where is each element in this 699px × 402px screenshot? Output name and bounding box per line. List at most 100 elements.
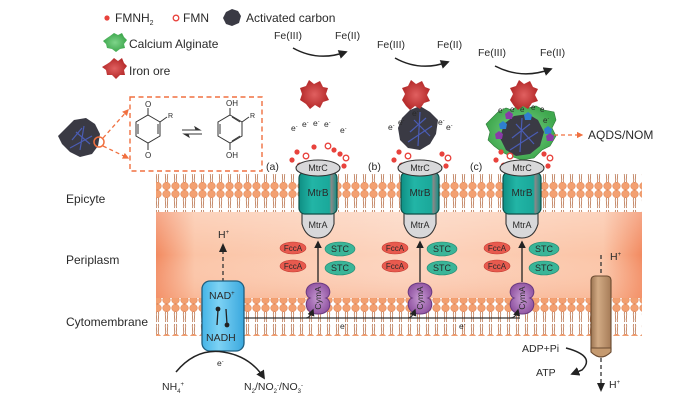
panel-a-label: (a) [266, 161, 279, 173]
fmn-molecule [546, 154, 554, 162]
panel-c-aqds-molecules [495, 111, 554, 141]
fmn-molecule [444, 154, 452, 162]
panel-c-electron: e [531, 103, 536, 112]
panel-a-electron: e- [340, 125, 347, 135]
membrane-electron-2: e- [459, 321, 466, 331]
stc-protein [426, 260, 458, 276]
zoom-pointer-bottom [102, 145, 130, 159]
ammonium-label: NH4+ [162, 381, 185, 395]
fcca-label: FccA [386, 244, 405, 253]
panel-b-fe2: Fe(II) [437, 39, 462, 51]
atp-label: ATP [536, 367, 556, 379]
panel-c-electron: e [510, 105, 515, 114]
atp-proton-bottom-label: H+ [609, 379, 621, 391]
mtra-label: MtrA [411, 220, 430, 230]
fcca-protein [381, 241, 409, 255]
panel-a-reduction-arrow [292, 47, 348, 59]
mtra-label: MtrA [309, 220, 328, 230]
panel-c-reduction-arrow [494, 65, 553, 76]
activated-carbon-icon [223, 9, 241, 26]
mtrb-label: MtrB [409, 188, 430, 199]
panel-a: Fe(III) Fe(II) e- e- e- e- e- (a) [266, 30, 360, 173]
panel-b-fe3: Fe(III) [377, 39, 405, 51]
panel-b: Fe(III) Fe(II) e- e- e- e- e- (b) [368, 39, 462, 173]
fmnh2-molecule [294, 149, 300, 155]
fmnh2-molecule [443, 163, 449, 169]
mtrc-protein [397, 159, 443, 177]
panel-a-fe3: Fe(III) [274, 30, 302, 42]
fmnh2-molecule [341, 163, 347, 169]
proton-down-arrow-icon [597, 383, 605, 392]
panel-b-electron: e- [446, 122, 453, 132]
panel-a-electron: e- [313, 118, 320, 128]
benzoquinone-o-top: O [145, 100, 151, 109]
fcca-label: FccA [284, 244, 303, 253]
panel-c: Fe(III) Fe(II) e- e e e e e- AQDS/NOM (c… [470, 47, 653, 173]
fmn-molecule [302, 152, 310, 160]
fmnh2-molecule [396, 149, 402, 155]
panel-b-label: (b) [368, 161, 381, 173]
mtrc-label: MtrC [308, 163, 328, 173]
panel-b-iron-ore [402, 80, 430, 110]
ammonium-oxidation: e- NH4+ N2/NO2-/NO3- [162, 350, 303, 395]
atp-proton-top-label: H+ [610, 251, 622, 263]
mtra-protein [505, 209, 539, 239]
stc-protein [324, 260, 356, 276]
panel-b-activated-carbon [398, 106, 438, 150]
carbon-quinone-inset: O O R OH OH R [58, 96, 263, 172]
mtr-complexes: MtrAMtrBMtrCFccAFccASTCSTCCymAMtrAMtrBMt… [279, 142, 560, 315]
hydroquinone-oh-bottom: OH [226, 151, 238, 160]
carbon-pore-lines [69, 125, 93, 151]
legend-calcium-alginate: Calcium Alginate [129, 37, 219, 51]
panel-c-electron: e [520, 105, 525, 114]
fcca-label: FccA [386, 262, 405, 271]
fmnh2-molecule [439, 151, 445, 157]
cyma-label: CymA [415, 286, 425, 309]
panel-c-label: (c) [470, 161, 482, 173]
hydroquinone-structure [217, 108, 250, 150]
cyma-label: CymA [517, 286, 527, 309]
adp-pi-label: ADP+Pi [522, 343, 559, 355]
benzoquinone-structure [135, 108, 168, 150]
nitrogen-electron: e- [217, 358, 224, 368]
mtrc-protein [295, 159, 341, 177]
stc-protein [324, 241, 356, 257]
quinone-inset-box [129, 96, 263, 172]
panel-c-electron: e [540, 105, 545, 114]
fcca-label: FccA [488, 262, 507, 271]
stc-label: STC [331, 244, 350, 254]
stc-protein [528, 241, 560, 257]
panel-c-activated-carbon [500, 114, 544, 156]
mtra-label: MtrA [513, 220, 532, 230]
cyma-label: CymA [313, 286, 323, 309]
proton-label-top: H+ [218, 229, 230, 241]
panel-c-carbon-pores [509, 117, 539, 153]
mtra-protein [403, 209, 437, 239]
panel-b-electron: e- [398, 117, 405, 127]
label-epicyte: Epicyte [66, 192, 106, 206]
panel-c-fe2: Fe(II) [540, 47, 565, 59]
outer-membrane [156, 174, 642, 212]
nitrogen-products-label: N2/NO2-/NO3- [244, 381, 303, 395]
atp-synthesis-arrow [565, 347, 588, 376]
benzoquinone-r: R [168, 113, 173, 120]
equilibrium-arrows [182, 125, 202, 139]
label-cytomembrane: Cytomembrane [66, 315, 148, 329]
benzoquinone-o-bottom: O [145, 151, 151, 160]
atp-synthase: H+ H+ ADP+Pi ATP [522, 251, 622, 392]
stc-protein [426, 241, 458, 257]
mtrc-protein [499, 159, 545, 177]
stc-label: STC [433, 244, 452, 254]
fcca-protein [381, 259, 409, 273]
fmn-molecule [404, 152, 412, 160]
panel-c-electron: e- [543, 116, 549, 125]
calcium-alginate-icon [103, 33, 127, 52]
fmnh2-molecule [289, 157, 295, 163]
fmnh2-molecule [493, 157, 499, 163]
electron-transport-path: e- e- [221, 308, 521, 331]
nadh-dehydrogenase: H+ NAD+ NADH [201, 229, 245, 352]
panel-a-fe2: Fe(II) [335, 30, 360, 42]
